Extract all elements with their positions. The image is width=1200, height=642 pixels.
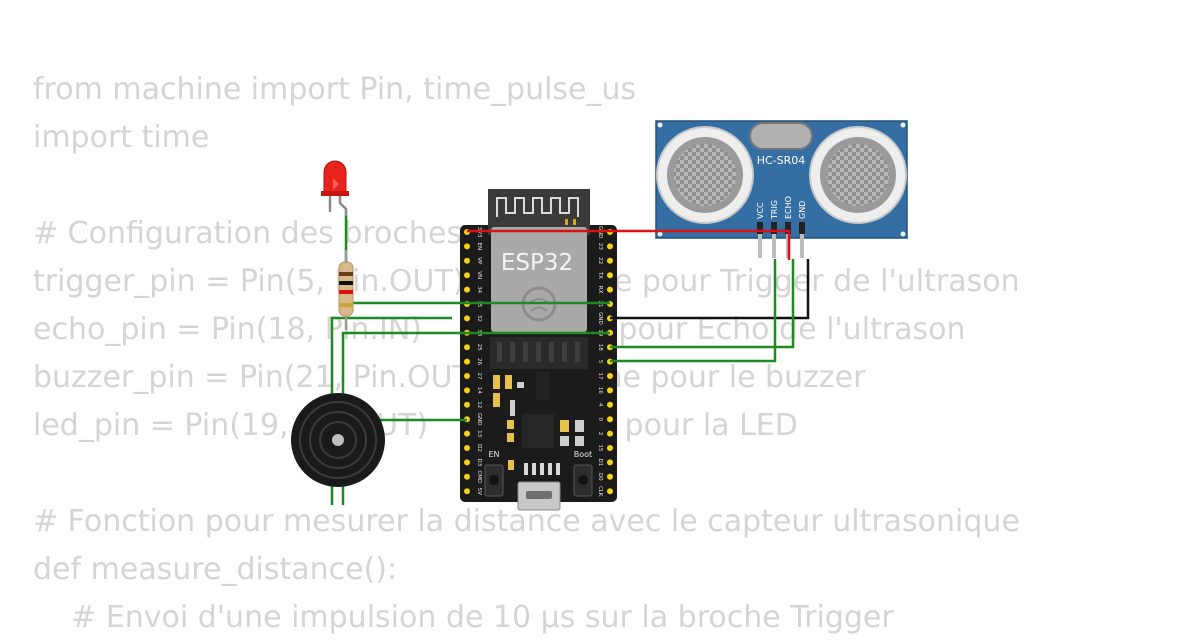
- code-line: # Envoi d'une impulsion de 10 µs sur la …: [33, 600, 894, 635]
- pin-label: 23: [597, 243, 603, 250]
- header-pin[interactable]: [464, 473, 470, 480]
- board-label: ESP32: [501, 250, 573, 276]
- header-pin[interactable]: [607, 401, 613, 408]
- pin-label: 4: [597, 403, 603, 407]
- pin-label: 22: [597, 257, 603, 264]
- pin-label: 26: [476, 358, 482, 365]
- header-pin[interactable]: [607, 459, 613, 466]
- pin-label: D3: [476, 459, 482, 467]
- header-pin[interactable]: [464, 430, 470, 437]
- wire-echo: [610, 259, 795, 349]
- pin-label: D0: [597, 473, 603, 481]
- header-pin[interactable]: [607, 488, 613, 495]
- pin-label: 15: [597, 445, 603, 452]
- pin-label: 34: [476, 286, 482, 293]
- header-pin[interactable]: [607, 286, 613, 293]
- esp32-board[interactable]: ESP32 3V3ENVPVN343532332526271412GND13D2…: [460, 189, 617, 511]
- en-button[interactable]: [484, 464, 504, 497]
- header-pin[interactable]: [464, 257, 470, 264]
- header-pin[interactable]: [464, 358, 470, 365]
- header-pin[interactable]: [464, 286, 470, 293]
- pin-label: 12: [476, 401, 482, 408]
- header-pin[interactable]: [464, 401, 470, 408]
- sensor-label: HC-SR04: [757, 154, 806, 167]
- pin-label: D1: [597, 459, 603, 467]
- header-pin[interactable]: [464, 315, 470, 322]
- pin-label: GND: [597, 312, 603, 325]
- boot-button[interactable]: [573, 464, 593, 497]
- resistor[interactable]: [338, 250, 354, 330]
- pin-label: 17: [597, 373, 603, 380]
- pin-label: VN: [476, 271, 482, 279]
- pin-label: 25: [476, 344, 482, 351]
- pin-label: CMD: [476, 470, 482, 483]
- header-pin[interactable]: [464, 272, 470, 279]
- en-label: EN: [488, 450, 499, 459]
- pin-label: EN: [476, 243, 482, 251]
- wire-trig: [610, 259, 777, 363]
- wire-vcc: [467, 229, 791, 260]
- wire-gnd: [610, 259, 810, 320]
- code-line: # Configuration des broches: [33, 216, 462, 251]
- header-pin[interactable]: [464, 243, 470, 250]
- usb-port: [517, 481, 561, 511]
- header-pin[interactable]: [464, 488, 470, 495]
- pin-label: GND: [476, 413, 482, 426]
- pin-label: 14: [476, 387, 482, 394]
- pin-label: RX: [597, 286, 603, 294]
- code-line: # Fonction pour mesurer la distance avec…: [33, 504, 1020, 539]
- code-line: from machine import Pin, time_pulse_us: [33, 72, 637, 107]
- pin-label: 13: [476, 430, 482, 437]
- code-line: def measure_distance():: [33, 552, 398, 587]
- left-pin-header: 3V3ENVPVN343532332526271412GND13D2D3CMD5…: [464, 227, 482, 495]
- pin-label: 2: [597, 432, 603, 436]
- transducer-left: [656, 126, 754, 224]
- pin-label: 5: [597, 360, 603, 364]
- header-pin[interactable]: [464, 459, 470, 466]
- pin-label: TX: [597, 271, 603, 279]
- header-pin[interactable]: [607, 416, 613, 423]
- pin-label: D2: [476, 444, 482, 452]
- sensor-pin-label: GND: [798, 201, 807, 219]
- pin-label: VP: [476, 257, 482, 265]
- header-pin[interactable]: [464, 445, 470, 451]
- pin-label: 0: [597, 417, 603, 421]
- header-pin[interactable]: [464, 344, 470, 351]
- pin-label: 32: [476, 315, 482, 322]
- pin-label: 16: [597, 387, 603, 394]
- pin-label: 27: [476, 373, 482, 380]
- pin-label: 18: [597, 344, 603, 351]
- pin-label: 5V: [476, 488, 482, 495]
- crystal-oscillator: [749, 122, 813, 150]
- sensor-pin-label: VCC: [756, 202, 765, 219]
- red-led[interactable]: [321, 160, 349, 216]
- header-pin[interactable]: [464, 373, 470, 379]
- sensor-pin-label: ECHO: [784, 196, 793, 219]
- header-pin[interactable]: [607, 387, 613, 394]
- boot-label: Boot: [574, 450, 592, 459]
- header-pin[interactable]: [607, 373, 613, 379]
- header-pin[interactable]: [607, 272, 613, 279]
- header-pin[interactable]: [607, 430, 613, 437]
- header-pin[interactable]: [607, 243, 613, 250]
- sensor-pin-label: TRIG: [770, 200, 779, 220]
- header-pin[interactable]: [607, 473, 613, 480]
- header-pin[interactable]: [607, 257, 613, 264]
- ultrasonic-sensor[interactable]: HC-SR04 VCC TRIG ECHO GND: [655, 120, 908, 258]
- piezo-buzzer[interactable]: [291, 393, 385, 487]
- header-pin[interactable]: [607, 445, 613, 451]
- transducer-right: [809, 126, 907, 224]
- smd-components: [493, 372, 584, 475]
- header-pin[interactable]: [464, 387, 470, 394]
- pin-label: CLK: [597, 486, 603, 497]
- code-line: import time: [33, 120, 210, 155]
